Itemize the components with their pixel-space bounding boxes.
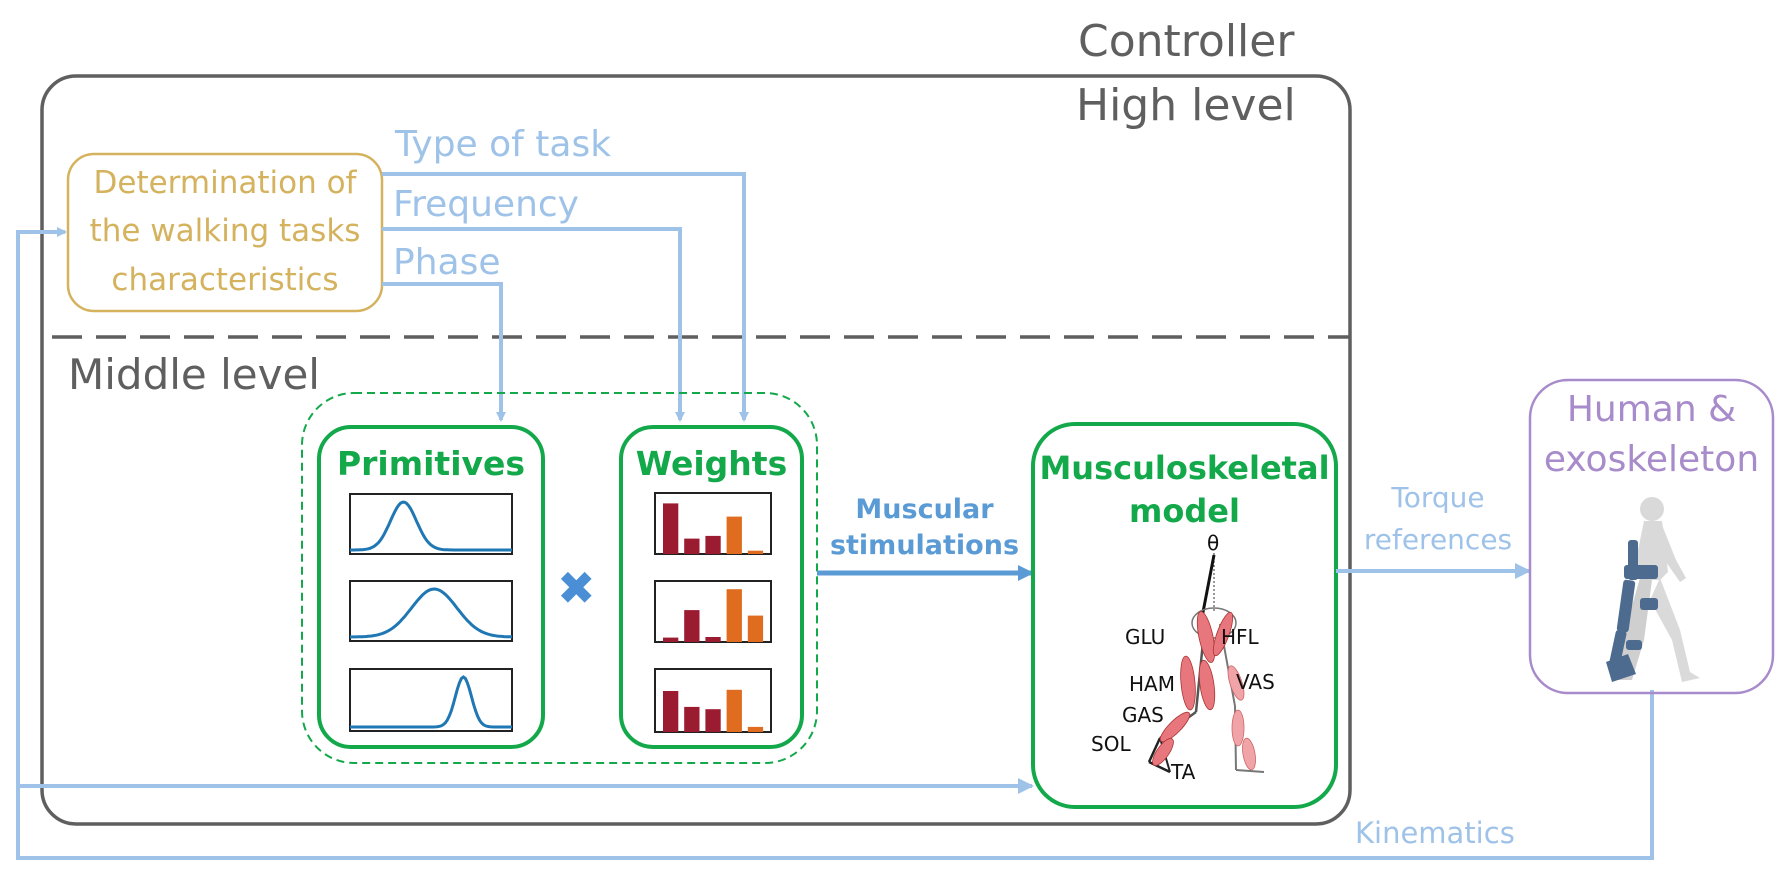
muscular-stimulations-line-1: Muscular	[855, 494, 994, 525]
weight-bar-2-1	[663, 637, 679, 642]
muscle-glu-label: GLU	[1125, 625, 1166, 649]
type-of-task-arrow	[382, 172, 749, 422]
weight-bar-1-4	[726, 516, 742, 554]
weight-bar-2-3	[705, 637, 721, 642]
muscle-ta-label: TA	[1171, 760, 1196, 784]
primitives-title: Primitives	[336, 444, 526, 483]
determination-line-3: characteristics	[111, 262, 339, 298]
primitives-box	[317, 425, 545, 749]
frequency-label: Frequency	[393, 184, 579, 225]
model-title-line-2: model	[1129, 492, 1240, 530]
weight-bar-1-1	[663, 503, 679, 554]
middle-level-label: Middle level	[68, 350, 320, 399]
high-level-label: High level	[1076, 80, 1296, 131]
determination-line-1: Determination of	[93, 165, 357, 201]
muscle-vas-label: VAS	[1236, 670, 1275, 694]
human-exoskeleton-icon	[1606, 497, 1700, 682]
muscular-stimulations-line-2: stimulations	[829, 530, 1020, 561]
controller-box	[40, 74, 1352, 826]
phase-arrow	[382, 282, 506, 422]
musculoskeletal-figure-icon	[1147, 553, 1265, 774]
primitive-frame-3	[349, 668, 513, 732]
primitive-curve-2	[349, 587, 513, 639]
weight-bar-2-2	[684, 610, 700, 642]
human-line-1: Human &	[1566, 389, 1737, 430]
model-box	[1031, 422, 1338, 809]
kinematics-loop	[16, 227, 1654, 860]
weight-bar-2-4	[726, 589, 742, 642]
weight-bar-3-1	[663, 691, 679, 732]
weights-box	[619, 425, 804, 749]
weight-plots	[654, 492, 772, 733]
weight-bar-2-5	[747, 615, 764, 642]
determination-box	[66, 152, 384, 313]
muscle-hfl-label: HFL	[1221, 625, 1259, 649]
type-of-task-label: Type of task	[395, 124, 612, 165]
weight-bar-1-2	[684, 538, 700, 554]
multiply-icon: ✖	[557, 561, 596, 615]
weights-title: Weights	[635, 444, 788, 483]
controller-label: Controller	[1078, 16, 1295, 67]
weight-bar-3-3	[705, 709, 721, 732]
muscle-gas-label: GAS	[1122, 703, 1164, 727]
human-line-2: exoskeleton	[1543, 439, 1760, 480]
weight-bar-3-4	[726, 689, 742, 732]
determination-line-2: the walking tasks	[89, 213, 361, 249]
muscle-ham-label: HAM	[1129, 672, 1175, 696]
primitive-curve-3	[350, 675, 512, 729]
kinematics-label: Kinematics	[1355, 816, 1515, 850]
torque-references-line-2: references	[1363, 523, 1513, 556]
frequency-arrow	[382, 227, 685, 422]
model-title-line-1: Musculoskeletal	[1039, 449, 1330, 487]
torque-references-line-1: Torque	[1391, 481, 1485, 514]
theta-label: θ	[1207, 531, 1220, 555]
human-box	[1528, 378, 1775, 695]
weight-bar-1-3	[705, 535, 721, 555]
muscle-sol-label: SOL	[1091, 732, 1131, 756]
phase-label: Phase	[393, 242, 501, 283]
primitive-curve-1	[350, 500, 512, 552]
primitive-plots	[349, 493, 513, 732]
weight-bar-1-5	[747, 550, 764, 554]
weight-bar-3-5	[747, 726, 764, 732]
primitives-weights-group	[301, 392, 818, 764]
weight-bar-3-2	[684, 706, 700, 732]
